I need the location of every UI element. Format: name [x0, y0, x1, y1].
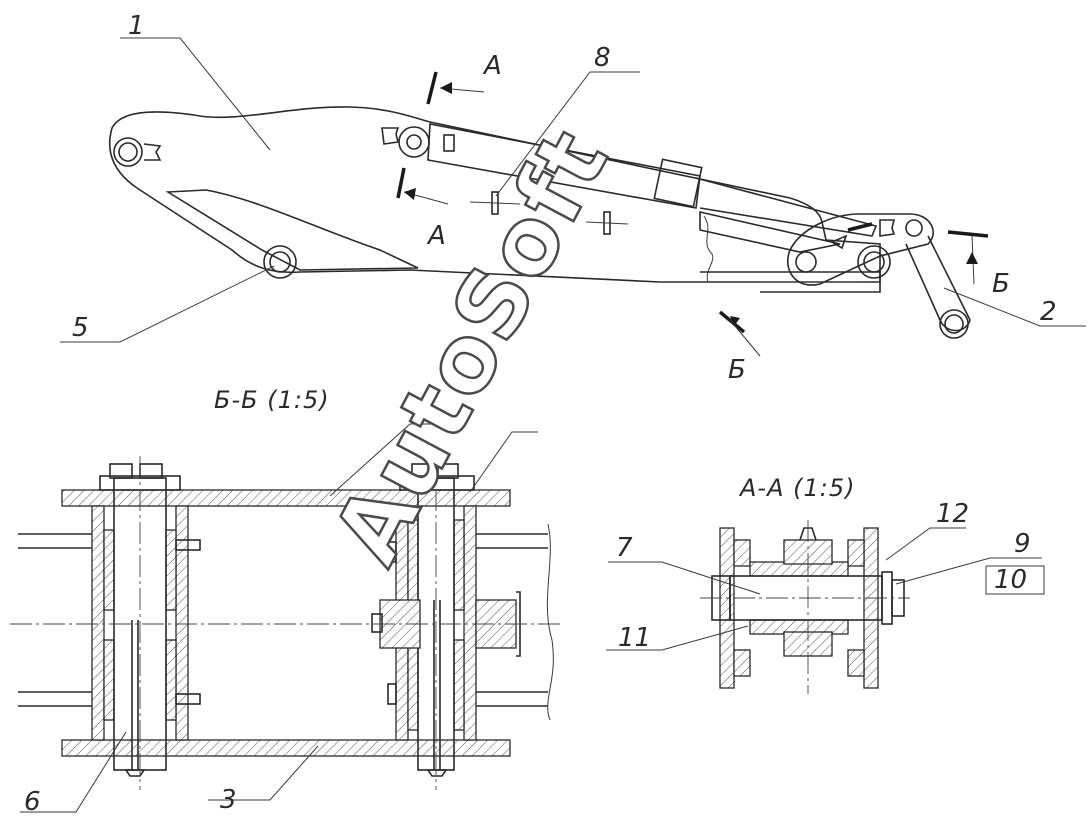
callout-1: 1 — [128, 11, 145, 41]
callout-8: 8 — [594, 43, 611, 73]
callout-9: 9 — [1014, 529, 1031, 559]
callout-10: 10 — [994, 565, 1027, 595]
callout-7: 7 — [616, 533, 633, 563]
section-bb-title: Б-Б (1:5) — [214, 386, 330, 414]
section-bb-view — [10, 456, 560, 790]
callout-11: 11 — [618, 623, 651, 653]
callout-2: 2 — [1040, 297, 1057, 327]
section-mark-a-top: А — [482, 51, 502, 81]
callout-5: 5 — [72, 313, 89, 343]
boom-side-view — [108, 71, 989, 357]
section-mark-a-bottom: А — [426, 221, 446, 251]
callout-6: 6 — [24, 787, 41, 817]
callout-12: 12 — [936, 499, 969, 529]
callout-4: 4 — [418, 397, 435, 427]
section-mark-b-right: Б — [992, 269, 1010, 299]
leader-lines — [20, 37, 1086, 813]
callout-3: 3 — [220, 785, 237, 815]
section-mark-b-left: Б — [728, 355, 746, 385]
section-aa-view — [700, 520, 910, 694]
section-aa-title: А-А (1:5) — [738, 474, 855, 502]
